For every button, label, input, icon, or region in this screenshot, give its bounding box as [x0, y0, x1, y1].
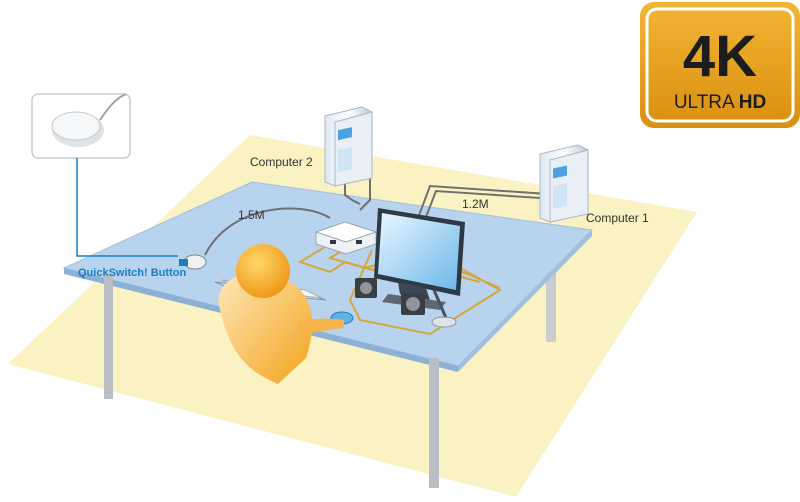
- desk-right-edge: [458, 230, 592, 372]
- quickswitch-label: QuickSwitch! Button: [78, 267, 186, 279]
- badge-4k-text: 4K: [683, 24, 757, 89]
- desk-microphone: [431, 289, 457, 328]
- person: [218, 244, 344, 384]
- monitor: [374, 208, 465, 310]
- quickswitch-inset: [31, 93, 131, 159]
- cable-length-right-label: 1.2M: [462, 197, 489, 211]
- computer-1-tower: [539, 144, 589, 223]
- cable-computer-1b: [423, 189, 541, 223]
- callout-line: [76, 158, 178, 257]
- desk-leg-front-right: [429, 358, 439, 488]
- badge-ultra-word: ULTRA: [674, 92, 735, 113]
- desk-leg-front-left: [104, 274, 113, 399]
- desk-leg-back-right: [546, 240, 556, 342]
- badge-hd-word: HD: [739, 92, 766, 113]
- cable-quickswitch: [204, 207, 331, 256]
- computer-2-label: Computer 2: [250, 155, 313, 169]
- cable-length-left-label: 1.5M: [238, 208, 265, 222]
- cable-computer-2: [344, 178, 361, 205]
- speaker-right: [401, 293, 425, 315]
- computer-2-tower: [324, 106, 373, 187]
- cable-peripherals-c: [348, 249, 502, 336]
- quickswitch-button-desk[interactable]: [179, 254, 207, 270]
- computer-1-label: Computer 1: [586, 211, 649, 225]
- kvm-switch: [314, 221, 378, 255]
- speaker-left: [355, 278, 377, 298]
